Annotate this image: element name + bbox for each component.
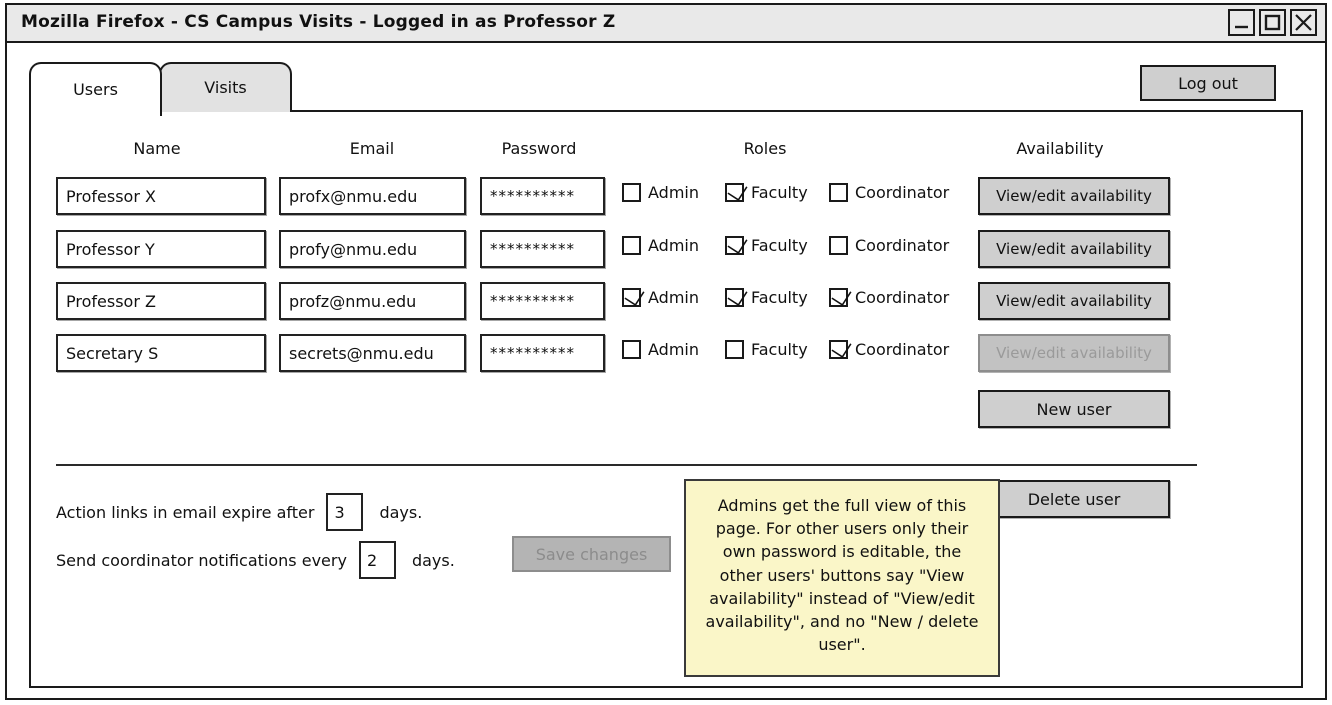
role-label-faculty: Faculty: [751, 183, 808, 202]
role-checkbox-faculty[interactable]: Faculty: [725, 183, 808, 202]
role-checkbox-coordinator[interactable]: Coordinator: [829, 340, 949, 359]
role-checkbox-coordinator[interactable]: Coordinator: [829, 288, 949, 307]
email-input[interactable]: secrets@nmu.edu: [279, 334, 466, 372]
role-checkbox-admin[interactable]: Admin: [622, 183, 699, 202]
expiry-label-prefix: Action links in email expire after: [56, 502, 315, 522]
maximize-icon[interactable]: [1259, 9, 1286, 36]
window-title: Mozilla Firefox - CS Campus Visits - Log…: [21, 12, 616, 32]
column-header-password: Password: [501, 139, 577, 158]
tab-users[interactable]: Users: [29, 62, 162, 116]
checkbox-admin-icon: [622, 183, 641, 202]
active-tab-notch: [32, 108, 157, 113]
table-row: Professor X profx@nmu.edu ********** Adm…: [7, 177, 1325, 229]
password-input[interactable]: **********: [480, 334, 605, 372]
role-label-admin: Admin: [648, 340, 699, 359]
role-label-coordinator: Coordinator: [855, 288, 950, 307]
role-label-admin: Admin: [648, 183, 699, 202]
role-label-faculty: Faculty: [751, 340, 808, 359]
view-edit-availability-button[interactable]: View/edit availability: [978, 177, 1170, 215]
roles-group: Admin Faculty Coordinator: [622, 340, 972, 370]
notification-label-suffix: days.: [411, 550, 455, 570]
delete-user-button[interactable]: Delete user: [978, 480, 1170, 518]
roles-group: Admin Faculty Coordinator: [622, 288, 972, 318]
section-divider: [56, 464, 1197, 466]
email-input[interactable]: profy@nmu.edu: [279, 230, 466, 268]
annotation-sticky-note: Admins get the full view of this page. F…: [684, 479, 1000, 677]
window-titlebar: Mozilla Firefox - CS Campus Visits - Log…: [7, 5, 1325, 43]
column-header-availability: Availability: [1016, 139, 1104, 158]
view-edit-availability-button[interactable]: View/edit availability: [978, 282, 1170, 320]
email-input[interactable]: profx@nmu.edu: [279, 177, 466, 215]
role-label-coordinator: Coordinator: [855, 236, 950, 255]
role-checkbox-admin[interactable]: Admin: [622, 288, 699, 307]
name-input[interactable]: Professor Z: [56, 282, 266, 320]
role-checkbox-admin[interactable]: Admin: [622, 340, 699, 359]
roles-group: Admin Faculty Coordinator: [622, 236, 972, 266]
save-changes-button: Save changes: [512, 536, 671, 572]
notification-label-prefix: Send coordinator notifications every: [56, 550, 347, 570]
checkbox-coordinator-icon: [829, 183, 848, 202]
expiry-label-suffix: days.: [379, 502, 423, 522]
close-icon[interactable]: [1290, 9, 1317, 36]
view-edit-availability-button-disabled: View/edit availability: [978, 334, 1170, 372]
role-checkbox-coordinator[interactable]: Coordinator: [829, 183, 949, 202]
role-label-coordinator: Coordinator: [855, 183, 950, 202]
checkbox-admin-icon: [622, 340, 641, 359]
column-header-name: Name: [133, 139, 181, 158]
role-label-faculty: Faculty: [751, 288, 808, 307]
table-row: Secretary S secrets@nmu.edu ********** A…: [7, 334, 1325, 386]
role-checkbox-faculty[interactable]: Faculty: [725, 340, 808, 359]
new-user-button[interactable]: New user: [978, 390, 1170, 428]
checkbox-coordinator-icon: [829, 340, 848, 359]
window-controls: [1228, 9, 1317, 36]
password-input[interactable]: **********: [480, 282, 605, 320]
logout-button[interactable]: Log out: [1140, 65, 1276, 101]
column-header-roles: Roles: [743, 139, 787, 158]
role-checkbox-faculty[interactable]: Faculty: [725, 288, 808, 307]
checkbox-faculty-icon: [725, 288, 744, 307]
column-header-email: Email: [349, 139, 395, 158]
role-label-coordinator: Coordinator: [855, 340, 950, 359]
checkbox-faculty-icon: [725, 183, 744, 202]
role-checkbox-coordinator[interactable]: Coordinator: [829, 236, 949, 255]
notification-days-input[interactable]: 2: [358, 541, 396, 579]
checkbox-coordinator-icon: [829, 288, 848, 307]
minimize-icon[interactable]: [1228, 9, 1255, 36]
password-input[interactable]: **********: [480, 230, 605, 268]
checkbox-admin-icon: [622, 236, 641, 255]
role-label-admin: Admin: [648, 236, 699, 255]
name-input[interactable]: Secretary S: [56, 334, 266, 372]
name-input[interactable]: Professor Y: [56, 230, 266, 268]
name-input[interactable]: Professor X: [56, 177, 266, 215]
roles-group: Admin Faculty Coordinator: [622, 183, 972, 213]
view-edit-availability-button[interactable]: View/edit availability: [978, 230, 1170, 268]
checkbox-admin-icon: [622, 288, 641, 307]
table-row: Professor Y profy@nmu.edu ********** Adm…: [7, 230, 1325, 282]
role-label-faculty: Faculty: [751, 236, 808, 255]
role-checkbox-admin[interactable]: Admin: [622, 236, 699, 255]
role-checkbox-faculty[interactable]: Faculty: [725, 236, 808, 255]
checkbox-faculty-icon: [725, 340, 744, 359]
expiry-days-input[interactable]: 3: [326, 493, 364, 531]
browser-window: Mozilla Firefox - CS Campus Visits - Log…: [5, 3, 1327, 700]
checkbox-faculty-icon: [725, 236, 744, 255]
email-input[interactable]: profz@nmu.edu: [279, 282, 466, 320]
checkbox-coordinator-icon: [829, 236, 848, 255]
table-row: Professor Z profz@nmu.edu ********** Adm…: [7, 282, 1325, 334]
expiry-setting: Action links in email expire after 3 day…: [56, 493, 422, 531]
tab-visits-label: Visits: [204, 77, 247, 97]
tab-visits[interactable]: Visits: [159, 62, 292, 112]
notification-setting: Send coordinator notifications every 2 d…: [56, 541, 455, 579]
tab-users-label: Users: [73, 79, 118, 99]
password-input[interactable]: **********: [480, 177, 605, 215]
role-label-admin: Admin: [648, 288, 699, 307]
